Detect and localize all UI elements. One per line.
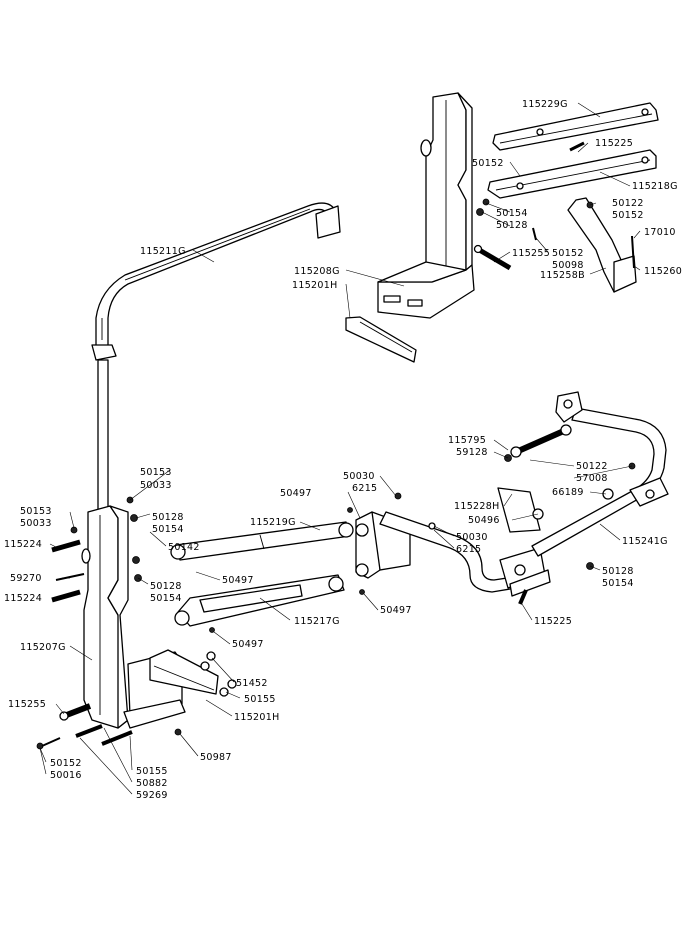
part-label-50152-d: 50152 [50,758,82,769]
part-label-115207G: 115207G [20,642,66,653]
part-label-50098: 50098 [552,260,584,271]
part-label-115208G: 115208G [294,266,340,277]
part-label-115225-top: 115225 [595,138,633,149]
lower-hardware [36,651,237,750]
part-label-51452: 51452 [236,678,268,689]
part-label-115229G: 115229G [522,99,568,110]
part-label-50142: 50142 [168,542,200,553]
arm-115218G [487,149,657,199]
part-label-6215-b: 6215 [456,544,481,555]
arm-115229G [492,102,659,151]
part-label-50030-a: 50030 [343,471,375,482]
part-label-59270: 59270 [10,573,42,584]
part-label-50128-c: 50128 [152,512,184,523]
part-label-115795: 115795 [448,435,486,446]
part-label-50030-b: 50030 [456,532,488,543]
part-label-115224-a: 115224 [4,539,42,550]
part-label-59269: 59269 [136,790,168,801]
part-labels: 115229G 115225 50152 115218G 50122 50152… [4,99,682,801]
part-label-115224-b: 115224 [4,593,42,604]
part-label-50152-a: 50152 [472,158,504,169]
part-label-115211G: 115211G [140,246,186,257]
part-label-50128-a: 50128 [496,220,528,231]
part-label-50497-a: 50497 [280,488,312,499]
part-label-50153-a: 50153 [140,467,172,478]
part-label-115201H-upper: 115201H [292,280,338,291]
part-label-6215-a: 6215 [352,483,377,494]
part-label-50155-b: 50155 [136,766,168,777]
part-label-115241G: 115241G [622,536,668,547]
part-label-50497-c: 50497 [380,605,412,616]
frame-hardware [209,424,636,633]
part-label-57008: 57008 [576,473,608,484]
part-label-50128-b: 50128 [602,566,634,577]
part-label-50987: 50987 [200,752,232,763]
left-post-115207G [81,505,129,729]
part-label-50153-b: 50153 [20,506,52,517]
part-label-115258B: 115258B [540,270,585,281]
lower-base-115201H [123,649,219,729]
part-label-17010: 17010 [644,227,676,238]
bracket-115228H [497,487,544,533]
part-label-50882: 50882 [136,778,168,789]
part-label-50154-d: 50154 [150,593,182,604]
part-label-50122-b: 50122 [576,461,608,472]
part-label-115217G: 115217G [294,616,340,627]
leader-lines [39,102,641,795]
part-label-50152-b: 50152 [612,210,644,221]
part-label-50152-c: 50152 [552,248,584,259]
part-label-115228H: 115228H [454,501,500,512]
part-label-115225-lower: 115225 [534,616,572,627]
part-label-115260: 115260 [644,266,682,277]
pin-115255-upper [473,244,512,271]
part-label-50033-a: 50033 [140,480,172,491]
part-label-50122-a: 50122 [612,198,644,209]
cylinder-115217G [174,574,345,627]
part-label-50033-b: 50033 [20,518,52,529]
part-label-50496: 50496 [468,515,500,526]
part-label-50154-b: 50154 [602,578,634,589]
part-label-66189: 66189 [552,487,584,498]
part-label-50016: 50016 [50,770,82,781]
part-label-50154-c: 50154 [152,524,184,535]
part-label-115218G: 115218G [632,181,678,192]
part-label-50128-d: 50128 [150,581,182,592]
backing-plate-115201H-upper [345,316,417,363]
part-label-115255-lower: 115255 [8,699,46,710]
part-label-50155-a: 50155 [244,694,276,705]
part-label-50497-d: 50497 [232,639,264,650]
part-label-115219G: 115219G [250,517,296,528]
hoop-115211G [91,202,341,511]
upper-post-115208G [377,92,475,319]
part-label-59128: 59128 [456,447,488,458]
link-115258B [567,197,637,293]
cylinder-115219G [170,521,354,561]
part-label-50497-b: 50497 [222,575,254,586]
lower-frame-115241G [355,391,669,597]
part-label-115201H-lower: 115201H [234,712,280,723]
part-label-115255-upper: 115255 [512,248,550,259]
part-label-50154-a: 50154 [496,208,528,219]
